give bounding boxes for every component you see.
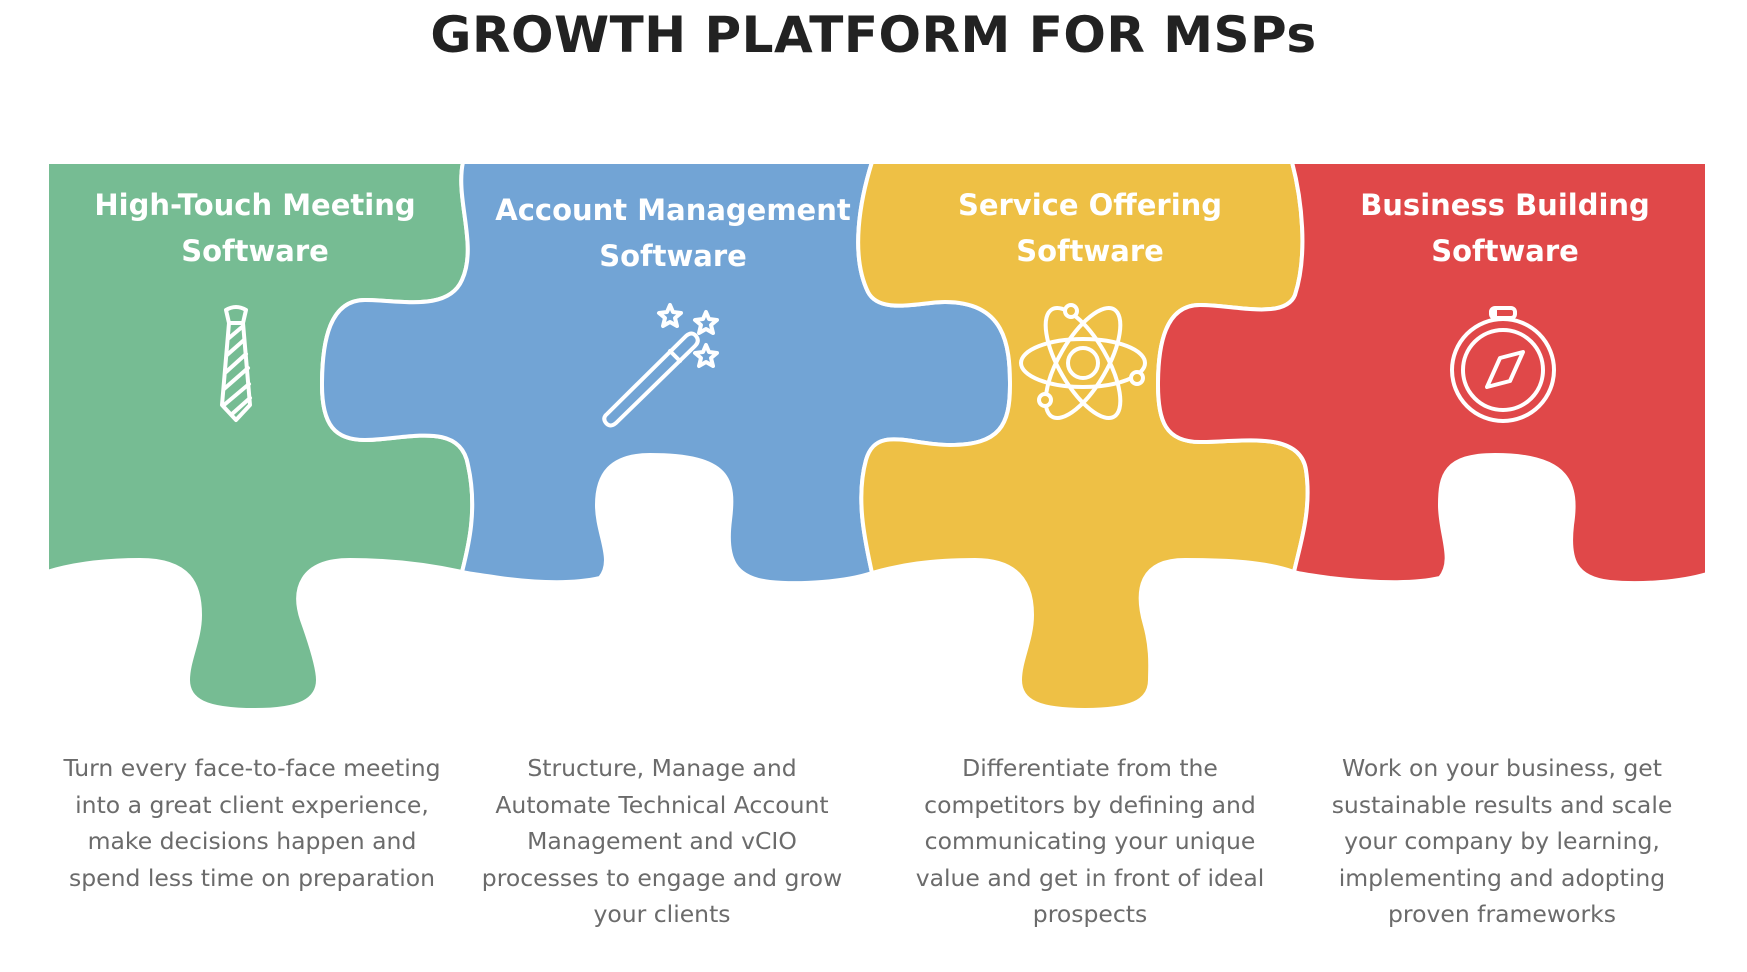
piece-title-service-offering: Service Offering Software [880, 182, 1300, 274]
stopwatch-compass-icon [1450, 306, 1556, 423]
title-line-2: Software [1016, 234, 1164, 268]
page-title: GROWTH PLATFORM FOR MSPs [430, 6, 1317, 64]
description-business-building: Work on your business, get sustainable r… [1331, 754, 1673, 928]
necktie-icon [220, 305, 252, 422]
title-line-1: Service Offering [957, 188, 1223, 222]
atom-icon [1019, 303, 1147, 421]
description-high-touch: Turn every face-to-face meeting into a g… [63, 754, 441, 892]
description-account-management: Structure, Manage and Automate Technical… [481, 754, 843, 928]
puzzle-piece-red [1155, 160, 1709, 586]
title-line-1: Account Management [495, 193, 851, 227]
title-line-2: Software [181, 234, 329, 268]
magic-wand-icon [602, 303, 719, 428]
piece-title-account-management: Account Management Software [463, 187, 883, 279]
description-service-offering: Differentiate from the competitors by de… [915, 754, 1265, 928]
piece-title-business-building: Business Building Software [1300, 182, 1710, 274]
title-line-2: Software [1431, 234, 1579, 268]
title-line-2: Software [599, 239, 747, 273]
title-line-1: Business Building [1360, 188, 1650, 222]
title-line-1: High-Touch Meeting [94, 188, 416, 222]
piece-title-high-touch: High-Touch Meeting Software [47, 182, 463, 274]
